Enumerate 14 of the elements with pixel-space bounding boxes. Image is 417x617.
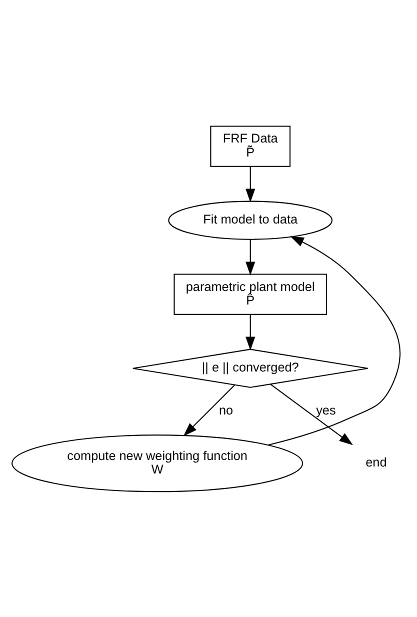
arrow <box>246 166 256 202</box>
arrow <box>246 239 256 275</box>
arrow <box>246 314 256 350</box>
edge-label: no <box>218 402 234 417</box>
node-box: FRF Data P̃ <box>210 125 291 166</box>
arrow <box>183 384 235 436</box>
node-ellipse: compute new weighting function W <box>12 434 304 492</box>
node-box: parametric plant model P̂ <box>174 273 327 314</box>
node-ellipse: Fit model to data <box>168 200 333 240</box>
arrow <box>268 236 401 445</box>
node-text: end <box>366 455 387 470</box>
arrow <box>270 383 353 445</box>
node-diamond: || e || converged? <box>132 348 368 388</box>
edge-label: yes <box>316 402 336 417</box>
